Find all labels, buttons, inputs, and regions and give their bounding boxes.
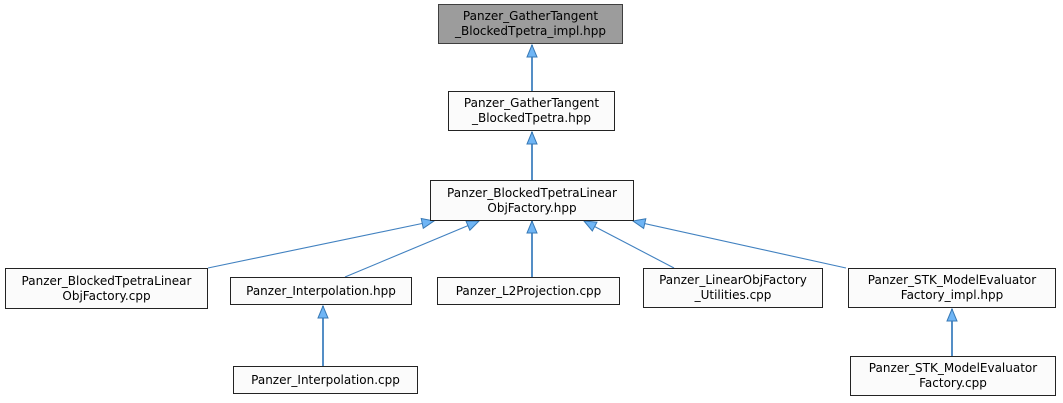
node-label-line: Factory_impl.hpp bbox=[900, 288, 1004, 302]
arrowhead-icon bbox=[526, 43, 538, 58]
edge-panzer-interpolation-cpp-to-panzer-interpolation-hpp bbox=[317, 304, 329, 366]
edge-panzer-stk-modelevaluatorfactory-impl-hpp-to-panzer-blockedtpetralinearobjfactory-hpp bbox=[631, 218, 847, 269]
node-label-line: Panzer_GatherTangent bbox=[462, 9, 599, 23]
edge-panzer-l2projection-cpp-to-panzer-blockedtpetralinearobjfactory-hpp bbox=[526, 219, 538, 277]
node-label-line: _BlockedTpetra_impl.hpp bbox=[455, 24, 606, 38]
arrowhead-icon bbox=[317, 304, 329, 319]
graph-node-panzer-interpolation-hpp[interactable]: Panzer_Interpolation.hpp bbox=[230, 277, 412, 305]
graph-node-panzer-interpolation-cpp[interactable]: Panzer_Interpolation.cpp bbox=[233, 366, 418, 394]
arrowhead-icon bbox=[946, 307, 958, 322]
node-label-line: _Utilities.cpp bbox=[694, 288, 772, 302]
edge-panzer-gathertangent-blockedtpetra-hpp-to-panzer-gathertangent-blockedtpetra-impl-hpp bbox=[526, 43, 538, 91]
node-label-line: ObjFactory.cpp bbox=[62, 288, 151, 303]
node-label-line: Panzer_STK_ModelEvaluator bbox=[868, 361, 1038, 375]
arrowhead-icon bbox=[526, 219, 538, 234]
edge-panzer-interpolation-hpp-to-panzer-blockedtpetralinearobjfactory-hpp bbox=[344, 220, 481, 278]
node-label-line: Panzer_L2Projection.cpp bbox=[455, 283, 602, 298]
node-label-line: Panzer_GatherTangent bbox=[463, 96, 600, 110]
edge-panzer-stk-modelevaluatorfactory-cpp-to-panzer-stk-modelevaluatorfactory-impl-hpp bbox=[946, 307, 958, 356]
node-label-line: Panzer_LinearObjFactory bbox=[659, 273, 807, 287]
node-label-line: Panzer_BlockedTpetraLinear bbox=[21, 273, 192, 288]
node-label-line: Factory.cpp bbox=[919, 376, 987, 390]
arrowhead-icon bbox=[582, 220, 598, 232]
graph-node-panzer-gathertangent-blockedtpetra-impl-hpp: Panzer_GatherTangent_BlockedTpetra_impl.… bbox=[438, 4, 623, 44]
node-label-line: _BlockedTpetra.hpp bbox=[471, 111, 591, 125]
arrowhead-icon bbox=[526, 130, 538, 145]
node-label-line: Panzer_Interpolation.hpp bbox=[246, 283, 396, 298]
edge-panzer-blockedtpetralinearobjfactory-cpp-to-panzer-blockedtpetralinearobjfactory-hpp bbox=[207, 217, 436, 269]
arrowhead-icon bbox=[465, 220, 481, 232]
node-label-line: ObjFactory.hpp bbox=[487, 200, 577, 215]
edge-panzer-linearobjfactory-utilities-cpp-to-panzer-blockedtpetralinearobjfactory-hpp bbox=[582, 220, 675, 269]
graph-node-panzer-gathertangent-blockedtpetra-hpp[interactable]: Panzer_GatherTangent_BlockedTpetra.hpp bbox=[448, 91, 615, 131]
edge-panzer-blockedtpetralinearobjfactory-hpp-to-panzer-gathertangent-blockedtpetra-hpp bbox=[526, 130, 538, 180]
node-label-line: Panzer_Interpolation.cpp bbox=[251, 372, 400, 387]
node-label-line: Panzer_BlockedTpetraLinear bbox=[447, 185, 617, 200]
node-label-line: Panzer_STK_ModelEvaluator bbox=[867, 273, 1037, 287]
arrowhead-icon bbox=[631, 218, 647, 230]
graph-node-panzer-l2projection-cpp[interactable]: Panzer_L2Projection.cpp bbox=[437, 277, 620, 305]
graph-node-panzer-linearobjfactory-utilities-cpp[interactable]: Panzer_LinearObjFactory_Utilities.cpp bbox=[643, 268, 823, 308]
